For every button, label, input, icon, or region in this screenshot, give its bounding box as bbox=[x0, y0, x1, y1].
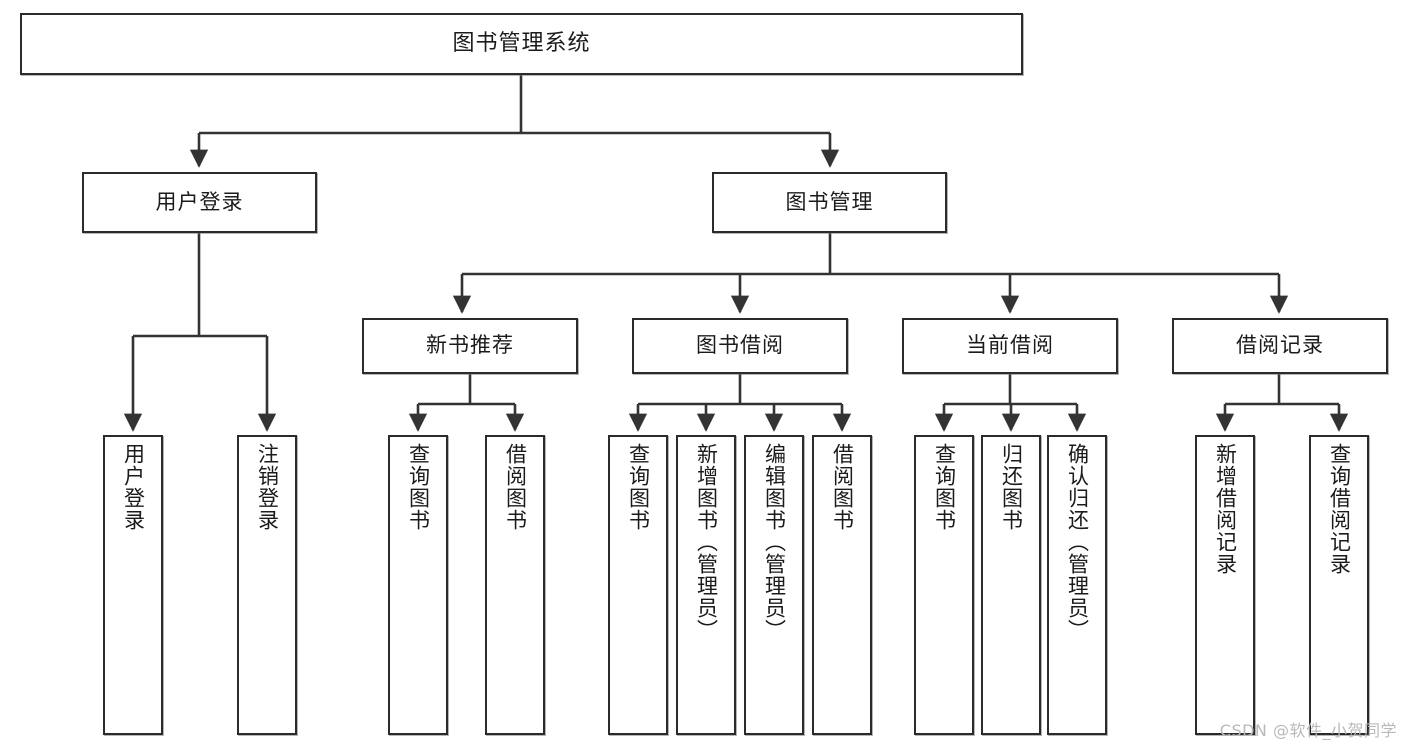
leaf-label: 查询图书 bbox=[626, 443, 651, 531]
leaf-label: 查询图书 bbox=[406, 443, 431, 531]
node-root-system[interactable]: 图书管理系统 bbox=[20, 13, 1023, 75]
node-borrow-record[interactable]: 借阅记录 bbox=[1172, 318, 1388, 374]
leaf-label: 借阅图书 bbox=[503, 443, 528, 531]
leaf-label: 借阅图书 bbox=[830, 443, 855, 531]
leaf-label: 注销登录 bbox=[255, 443, 280, 531]
leaf-label: 新增图书（管理员） bbox=[694, 443, 719, 641]
leaf-current-confirm-return-admin[interactable]: 确认归还（管理员） bbox=[1047, 435, 1107, 735]
leaf-label: 确认归还（管理员） bbox=[1065, 443, 1090, 641]
leaf-record-query-record[interactable]: 查询借阅记录 bbox=[1309, 435, 1369, 735]
leaf-newbook-borrow-book[interactable]: 借阅图书 bbox=[485, 435, 545, 735]
node-book-management[interactable]: 图书管理 bbox=[712, 172, 947, 233]
leaf-label: 用户登录 bbox=[121, 443, 146, 531]
leaf-user-login-signout[interactable]: 注销登录 bbox=[237, 435, 297, 735]
leaf-borrow-edit-book-admin[interactable]: 编辑图书（管理员） bbox=[744, 435, 804, 735]
leaf-borrow-query-book[interactable]: 查询图书 bbox=[608, 435, 668, 735]
leaf-label: 查询图书 bbox=[932, 443, 957, 531]
leaf-current-return-book[interactable]: 归还图书 bbox=[981, 435, 1041, 735]
node-current-borrow[interactable]: 当前借阅 bbox=[902, 318, 1118, 374]
leaf-current-query-book[interactable]: 查询图书 bbox=[914, 435, 974, 735]
leaf-record-add-record[interactable]: 新增借阅记录 bbox=[1195, 435, 1255, 735]
leaf-label: 编辑图书（管理员） bbox=[762, 443, 787, 641]
leaf-user-login-signin[interactable]: 用户登录 bbox=[103, 435, 163, 735]
leaf-label: 查询借阅记录 bbox=[1327, 443, 1352, 575]
node-user-login[interactable]: 用户登录 bbox=[82, 172, 317, 233]
node-new-book-recommend[interactable]: 新书推荐 bbox=[362, 318, 578, 374]
watermark-text: CSDN @软件_小贺同学 bbox=[1219, 721, 1397, 740]
leaf-borrow-add-book-admin[interactable]: 新增图书（管理员） bbox=[676, 435, 736, 735]
node-book-borrow[interactable]: 图书借阅 bbox=[632, 318, 848, 374]
leaf-label: 归还图书 bbox=[999, 443, 1024, 531]
leaf-newbook-query-book[interactable]: 查询图书 bbox=[388, 435, 448, 735]
leaf-label: 新增借阅记录 bbox=[1213, 443, 1238, 575]
leaf-borrow-borrow-book[interactable]: 借阅图书 bbox=[812, 435, 872, 735]
